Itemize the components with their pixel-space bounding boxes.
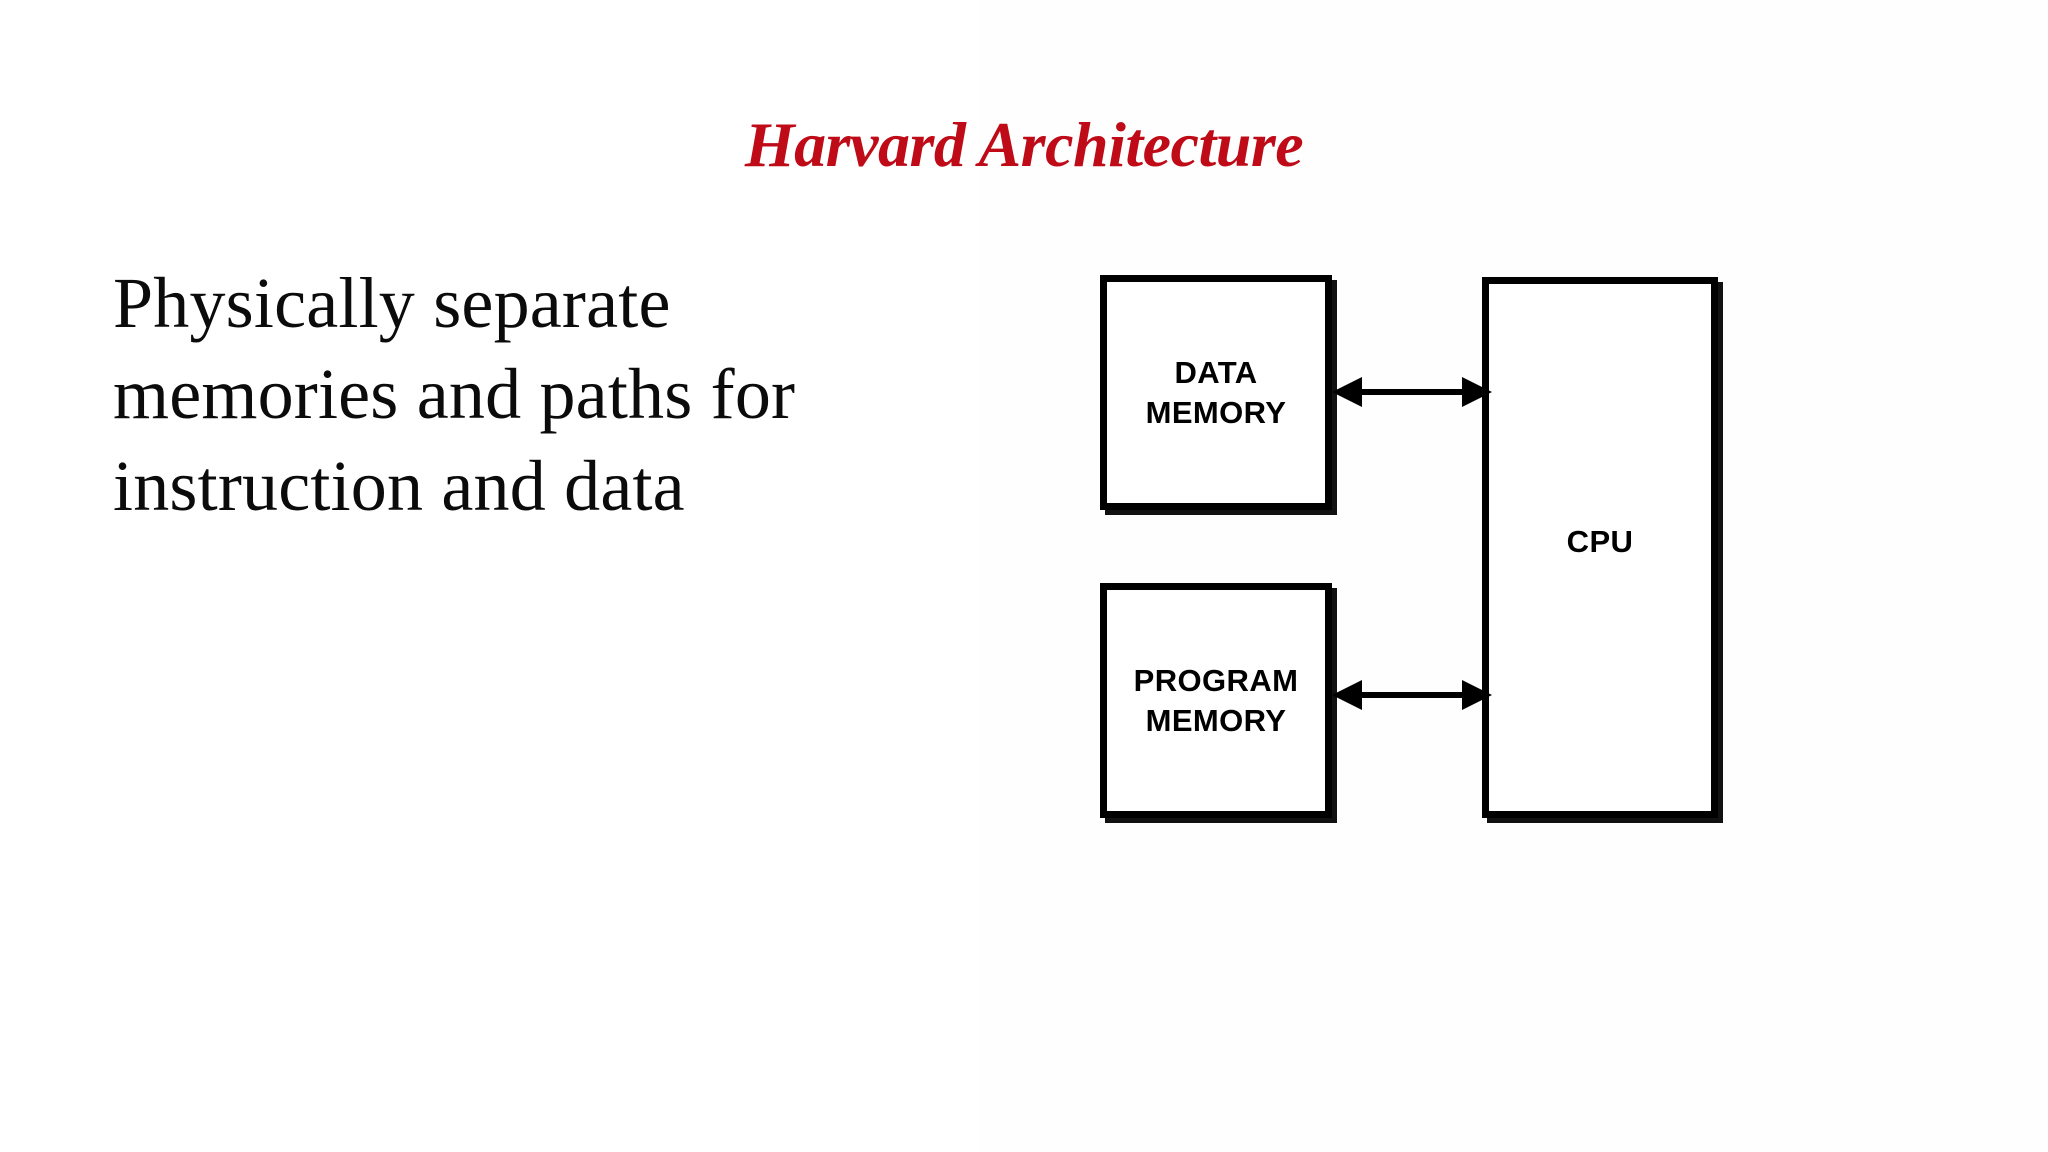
block-data-memory-label: DATA MEMORY xyxy=(1145,354,1287,430)
block-cpu-label: CPU xyxy=(1566,524,1634,559)
double-arrow-icon-data-bus xyxy=(1332,377,1492,407)
page-title: Harvard Architecture xyxy=(744,109,1304,180)
block-program-memory: PROGRAM MEMORY xyxy=(1100,583,1332,818)
double-arrow-icon-program-bus xyxy=(1332,680,1492,710)
block-cpu: CPU xyxy=(1482,277,1718,818)
body-paragraph: Physically separate memories and paths f… xyxy=(113,263,796,526)
block-program-memory-label: PROGRAM MEMORY xyxy=(1133,662,1299,738)
block-data-memory: DATA MEMORY xyxy=(1100,275,1332,510)
